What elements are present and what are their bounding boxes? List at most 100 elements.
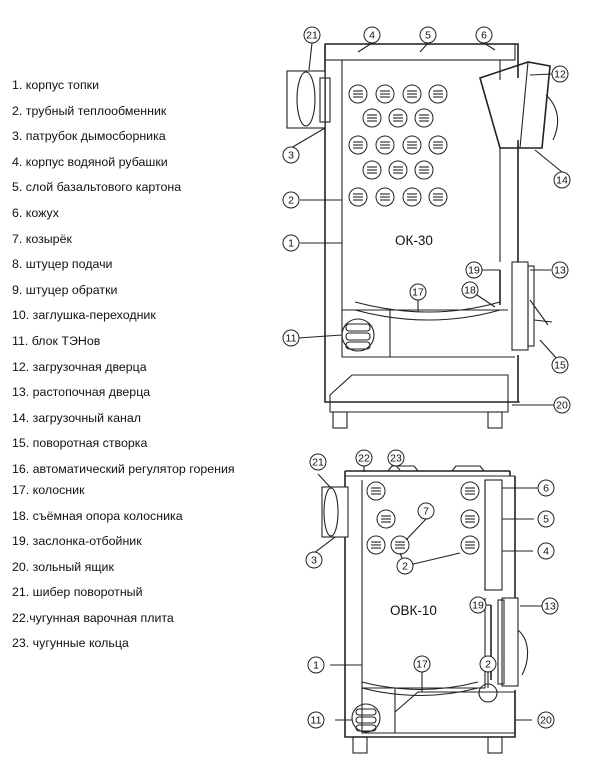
legend-item: 5. слой базальтового картона [12,180,182,195]
callout-circle [396,557,414,575]
callout-top: 18 [461,281,479,299]
legend-item: 23. чугунные кольца [12,636,129,651]
callout-circle [551,261,569,279]
callout-number: 13 [544,601,556,613]
callout-circle [303,26,321,44]
callout-number: 21 [306,30,318,42]
legend-item: 3. патрубок дымосборника [12,129,166,144]
callout-bottom: 11 [307,711,325,729]
callout-bottom: 23 [387,449,405,467]
legend-item: 13. растопочная дверца [12,385,151,400]
legend-item: 6. кожух [12,205,59,220]
callout-number: 4 [369,30,375,42]
callout-circle [551,65,569,83]
callout-top: 5 [419,26,437,44]
callout-bottom: 4 [537,542,555,560]
callout-number: 5 [425,30,431,42]
callout-circle [282,329,300,347]
legend-item: 8. штуцер подачи [12,257,113,272]
callout-circle [409,283,427,301]
legend-item: 7. козырёк [12,231,72,246]
callout-circle [537,542,555,560]
legend-item: 17. колосник [12,482,85,497]
legend-item: 15. поворотная створка [12,436,148,451]
callout-number: 21 [312,457,324,469]
callout-number: 5 [543,514,549,526]
callout-bottom: 2 [396,557,414,575]
callout-circle [309,453,327,471]
callout-top: 17 [409,283,427,301]
callout-circle [537,711,555,729]
callout-bottom: 20 [537,711,555,729]
callout-top: 12 [551,65,569,83]
callout-circle [469,596,487,614]
callout-circle [307,711,325,729]
callout-top: 14 [553,171,571,189]
callout-circle [541,597,559,615]
legend-item: 14. загрузочный канал [12,410,141,425]
callout-circle [305,551,323,569]
callout-top: 20 [553,396,571,414]
callout-number: 12 [554,69,566,81]
callout-top: 15 [551,356,569,374]
callout-number: 2 [485,659,491,671]
callout-number: 20 [556,400,568,412]
callout-bottom: 1 [307,656,325,674]
callout-circle [537,510,555,528]
callout-circle [413,655,431,673]
legend-item: 20. зольный ящик [12,559,114,574]
callout-top: 19 [465,261,483,279]
callout-circle [417,502,435,520]
callout-circle [479,655,497,673]
leader-lines [290,42,563,721]
callout-number: 20 [540,715,552,727]
callout-circle [551,356,569,374]
legend-item: 4. корпус водяной рубашки [12,154,168,169]
callout-top: 6 [475,26,493,44]
callout-number: 3 [288,150,294,162]
callout-number: 1 [313,660,319,672]
callout-top: 1 [282,234,300,252]
callout-number: 14 [556,175,568,187]
callout-top: 2 [282,191,300,209]
callout-number: 13 [554,265,566,277]
callout-number: 2 [288,195,294,207]
callout-bottom: 3 [305,551,323,569]
callout-top: 21 [303,26,321,44]
callout-bottom: 17 [413,655,431,673]
callout-number: 17 [416,659,428,671]
callout-number: 19 [472,600,484,612]
callout-number: 11 [311,715,322,727]
callout-bottom: 5 [537,510,555,528]
legend-item: 10. заглушка-переходник [12,308,156,323]
callout-bottom: 22 [355,449,373,467]
callout-top: 13 [551,261,569,279]
callout-circle [355,449,373,467]
callout-bottom: 19 [469,596,487,614]
legend-item: 12. загрузочная дверца [12,359,147,374]
callout-top: 3 [282,146,300,164]
callout-number: 23 [390,453,402,465]
callout-bottom: 7 [417,502,435,520]
callout-circle [465,261,483,279]
callout-number: 11 [286,333,297,345]
callout-top: 11 [282,329,300,347]
callout-circle [553,171,571,189]
legend-item: 9. штуцер обратки [12,282,118,297]
legend-item: 18. съёмная опора колосника [12,508,183,523]
callout-bottom: 13 [541,597,559,615]
callout-bottom: 2 [479,655,497,673]
legend-item: 21. шибер поворотный [12,585,143,600]
callout-number: 6 [543,483,549,495]
callout-circle [282,146,300,164]
callout-number: 6 [481,30,487,42]
callout-circle [387,449,405,467]
boiler-ovk10: ОВК-10 [321,465,529,754]
callout-bottom: 6 [537,479,555,497]
legend-item: 16. автоматический регулятор горения [12,461,235,476]
callout-number: 22 [358,453,370,465]
callout-number: 17 [412,287,424,299]
callout-top: 4 [363,26,381,44]
